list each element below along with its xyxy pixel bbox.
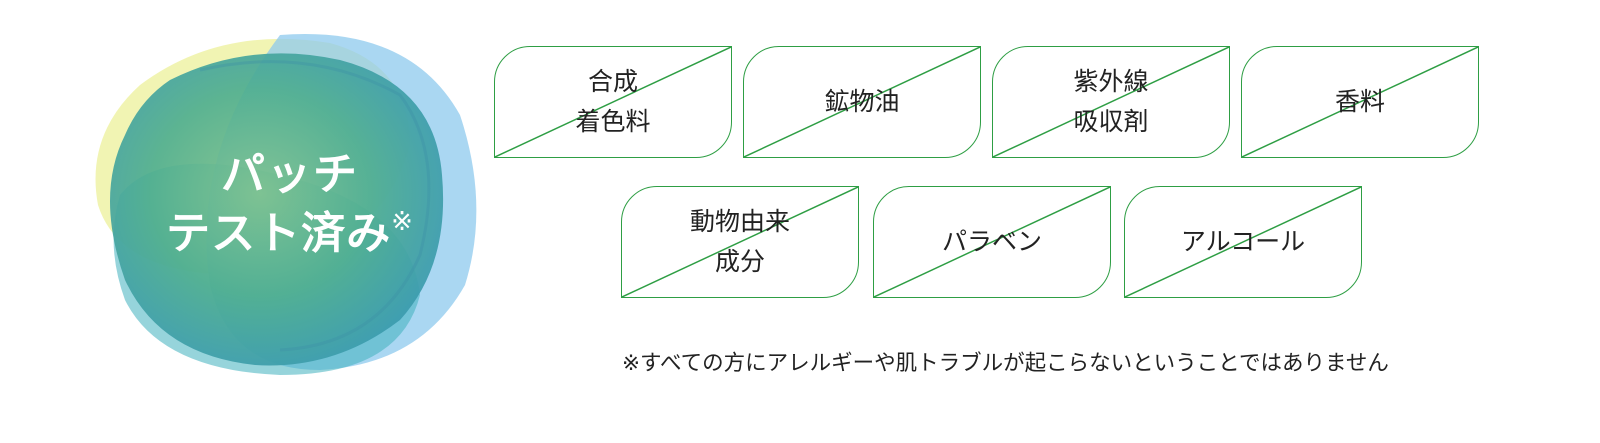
tag-line2: 吸収剤 xyxy=(1073,107,1149,136)
badge-text: パッチ テスト済み※ xyxy=(80,25,500,385)
strike-slash-icon xyxy=(744,47,980,157)
tag-line1: 香料 xyxy=(1334,87,1385,116)
watercolor-blob-graphic xyxy=(95,34,477,375)
tag-label: アルコール xyxy=(1125,187,1361,297)
strike-slash-icon xyxy=(1242,47,1478,157)
tag-label: 紫外線 吸収剤 xyxy=(993,47,1229,157)
patch-test-badge: パッチ テスト済み※ xyxy=(80,25,500,385)
tag-paraben: パラベン xyxy=(873,186,1111,298)
strike-slash-icon xyxy=(622,187,858,297)
strike-slash-icon xyxy=(993,47,1229,157)
tag-label: 鉱物油 xyxy=(744,47,980,157)
tag-label: 合成 着色料 xyxy=(495,47,731,157)
tag-line1: パラベン xyxy=(941,227,1042,256)
tag-label: 動物由来 成分 xyxy=(622,187,858,297)
tag-line1: 鉱物油 xyxy=(824,87,900,116)
tag-label: 香料 xyxy=(1242,47,1478,157)
tag-uv-absorber: 紫外線 吸収剤 xyxy=(992,46,1230,158)
strike-slash-icon xyxy=(495,47,731,157)
badge-line1: パッチ xyxy=(221,148,359,200)
tag-animal-derived: 動物由来 成分 xyxy=(621,186,859,298)
tag-line1: 紫外線 xyxy=(1073,67,1149,96)
tag-label: パラベン xyxy=(874,187,1110,297)
disclaimer-note: ※すべての方にアレルギーや肌トラブルが起こらないということではありません xyxy=(622,351,1389,376)
strike-slash-icon xyxy=(874,187,1110,297)
tag-mineral-oil: 鉱物油 xyxy=(743,46,981,158)
badge-asterisk-mark: ※ xyxy=(391,206,414,237)
badge-line2: テスト済み※ xyxy=(166,203,414,265)
tag-alcohol: アルコール xyxy=(1124,186,1362,298)
tag-line1: アルコール xyxy=(1180,227,1306,256)
strike-slash-icon xyxy=(1125,187,1361,297)
tag-line1: 動物由来 xyxy=(689,207,790,236)
tag-line2: 着色料 xyxy=(575,107,651,136)
badge-line2-text: テスト済み xyxy=(166,207,392,259)
tag-line2: 成分 xyxy=(714,247,765,276)
tag-fragrance: 香料 xyxy=(1241,46,1479,158)
tag-line1: 合成 xyxy=(587,67,638,96)
tag-synthetic-color: 合成 着色料 xyxy=(494,46,732,158)
